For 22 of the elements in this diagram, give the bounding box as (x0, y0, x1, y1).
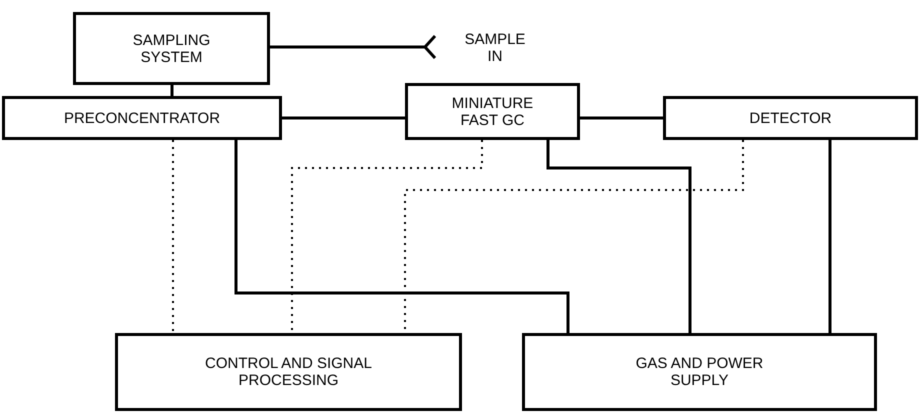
block-label: CONTROL AND SIGNAL PROCESSING (204, 355, 373, 389)
connector-line (234, 140, 570, 333)
block-box (663, 96, 918, 140)
block-label: DETECTOR (749, 110, 832, 126)
block-box (73, 12, 270, 85)
block-box (2, 96, 282, 140)
connector-line (270, 34, 436, 60)
block-box (115, 333, 462, 411)
block-label: MINIATURE FAST GC (450, 94, 534, 128)
connector-line (828, 140, 832, 333)
dotted-connector (291, 140, 483, 333)
block-box (405, 83, 580, 140)
inlet-label: SAMPLE IN (425, 30, 555, 66)
connector-line (546, 140, 692, 333)
connector-line (282, 116, 405, 120)
connector-line (170, 85, 174, 96)
block-label: GAS AND POWER SUPPLY (634, 355, 764, 389)
dotted-connector (172, 140, 174, 333)
block-box (522, 333, 877, 411)
connector-line (580, 116, 663, 120)
block-label: SAMPLING SYSTEM (132, 32, 212, 66)
block-label: PRECONCENTRATOR (64, 110, 220, 126)
